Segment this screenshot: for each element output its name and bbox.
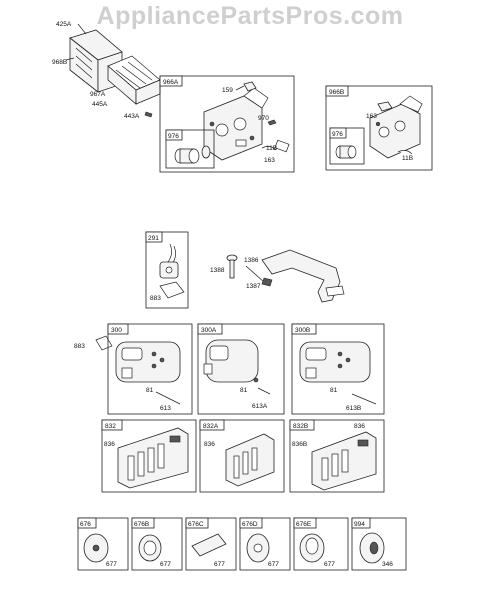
- group-300b-label: 300B: [295, 327, 310, 334]
- group-300: 300 81 613: [107, 323, 193, 415]
- group-832a: 832A 836: [199, 419, 285, 493]
- group-966a-label: 966A: [163, 79, 179, 86]
- group-966b: 966B 163 11B 976: [325, 85, 433, 171]
- callout-1388: 1388: [210, 267, 225, 274]
- group-832b: 832B 836B 836: [289, 419, 385, 493]
- group-676c: 676C 677: [185, 517, 237, 571]
- gasket-drawing: [95, 335, 113, 351]
- air-filter-drawing: [107, 55, 161, 105]
- group-676b: 676B 677: [131, 517, 183, 571]
- callout-1386: 1386: [244, 257, 259, 264]
- group-676e: 676E 677: [293, 517, 349, 571]
- callout-967a: 967A: [90, 91, 106, 98]
- callout-443a: 443A: [124, 113, 140, 120]
- callout-994-346: 346: [382, 561, 393, 568]
- group-966b-label: 966B: [329, 89, 344, 96]
- callout-968b: 968B: [52, 59, 67, 66]
- callout-425a: 425A: [56, 21, 72, 28]
- callout-832-836: 836: [104, 441, 115, 448]
- group-976a-label: 976: [168, 133, 179, 140]
- group-994-label: 994: [354, 521, 365, 528]
- group-300-label: 300: [111, 327, 122, 334]
- callout-966a-163: 163: [264, 157, 275, 164]
- group-676-label: 676: [80, 521, 91, 528]
- dipstick-tube-drawing: 1388 1386 1387: [210, 249, 345, 303]
- callout-676c-677: 677: [214, 561, 225, 568]
- group-291: 291 883: [145, 231, 189, 309]
- group-832a-label: 832A: [203, 423, 219, 430]
- callout-676b-677: 677: [160, 561, 171, 568]
- callout-291-883: 883: [150, 295, 161, 302]
- group-300a: 300A 81 613A: [197, 323, 285, 415]
- callout-445a: 445A: [92, 101, 108, 108]
- callout-676d-677: 677: [268, 561, 279, 568]
- callout-300-81: 81: [146, 387, 154, 394]
- group-832: 832 836: [101, 419, 197, 493]
- callout-832b-836b: 836B: [292, 441, 307, 448]
- group-832-label: 832: [105, 423, 116, 430]
- group-966a: 966A 159 970 11B 163 976: [159, 75, 295, 173]
- group-676e-label: 676E: [296, 521, 312, 528]
- callout-300b-81: 81: [330, 387, 338, 394]
- group-676: 676 677: [77, 517, 129, 571]
- callout-966b-163: 163: [366, 113, 377, 120]
- callout-966a-159: 159: [222, 87, 233, 94]
- group-291-label: 291: [148, 235, 159, 242]
- callout-966a-970: 970: [258, 115, 269, 122]
- watermark: AppliancePartsPros.com: [96, 2, 404, 30]
- group-676b-label: 676B: [134, 521, 149, 528]
- callout-300a-81: 81: [240, 387, 248, 394]
- callout-300a-613a: 613A: [252, 403, 268, 410]
- callout-300-613: 613: [160, 405, 171, 412]
- callout-966a-11b: 11B: [266, 145, 277, 152]
- callout-1387: 1387: [246, 283, 261, 290]
- callout-966b-11b: 11B: [402, 155, 413, 162]
- group-300b: 300B 81 613B: [291, 323, 385, 415]
- group-994: 994 346: [351, 517, 407, 571]
- callout-832a-836: 836: [204, 441, 215, 448]
- callout-676e-677: 677: [324, 561, 335, 568]
- group-676d-label: 676D: [242, 521, 258, 528]
- callout-832b-836: 836: [354, 423, 365, 430]
- group-676c-label: 676C: [188, 521, 204, 528]
- callout-676-677: 677: [106, 561, 117, 568]
- group-832b-label: 832B: [293, 423, 308, 430]
- group-976b-label: 976: [332, 131, 343, 138]
- group-300a-label: 300A: [201, 327, 217, 334]
- screw-drawing: [144, 111, 153, 118]
- callout-300b-613b: 613B: [346, 405, 361, 412]
- callout-883: 883: [74, 343, 85, 350]
- group-676d: 676D 677: [239, 517, 291, 571]
